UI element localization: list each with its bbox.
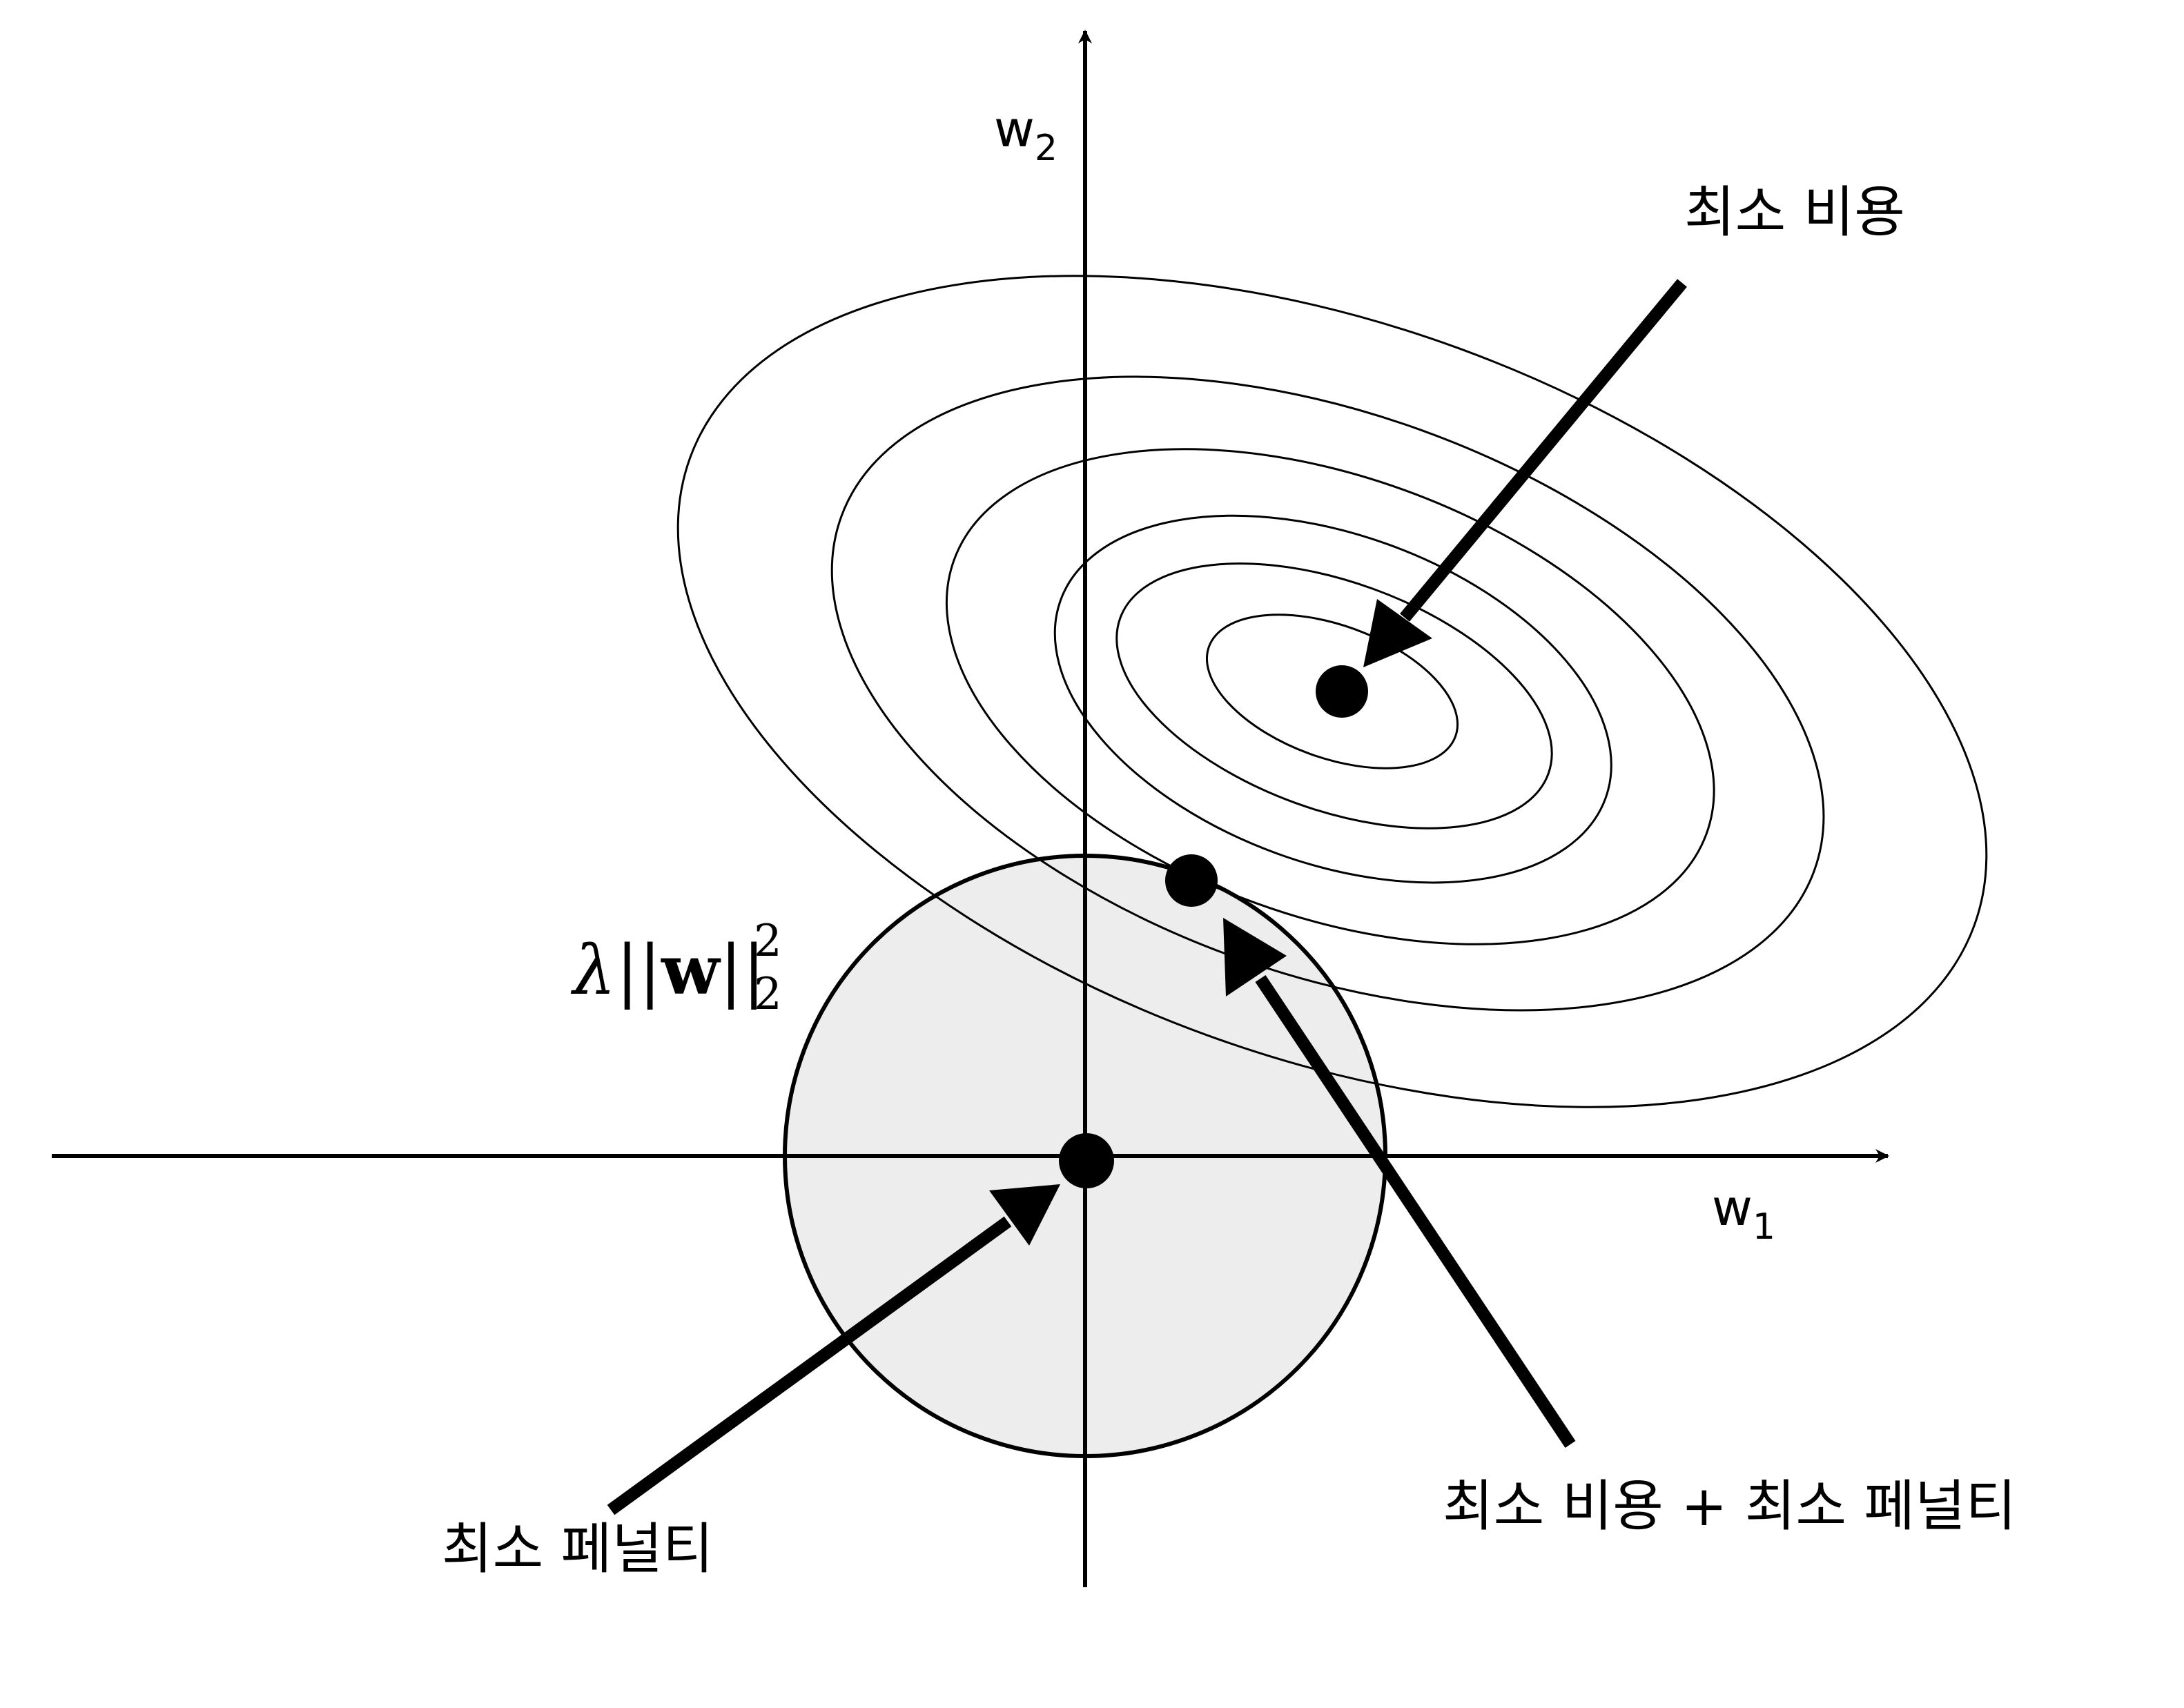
min-cost-point [1316,665,1368,718]
min-cost-plus-penalty-label: 최소 비용 + 최소 페널티 [1443,1474,2016,1538]
optimal-point [1165,854,1218,907]
min-cost-arrow [1363,279,1687,667]
cost-contour-1 [676,275,1988,1108]
cost-contour-3 [945,448,1715,945]
origin-point [1059,1133,1114,1188]
cost-contour-6 [1205,613,1459,769]
w2-axis-label: w2 [994,100,1057,169]
cost-contour-5 [1115,562,1553,830]
min-cost-plus-penalty-arrow [1223,918,1576,1448]
w1-axis-label: w1 [1712,1179,1775,1248]
min-cost-label: 최소 비용 [1684,180,1905,244]
min-penalty-arrow [607,1184,1060,1515]
min-penalty-label: 최소 페널티 [442,1517,713,1581]
cost-contour-4 [1053,514,1612,884]
